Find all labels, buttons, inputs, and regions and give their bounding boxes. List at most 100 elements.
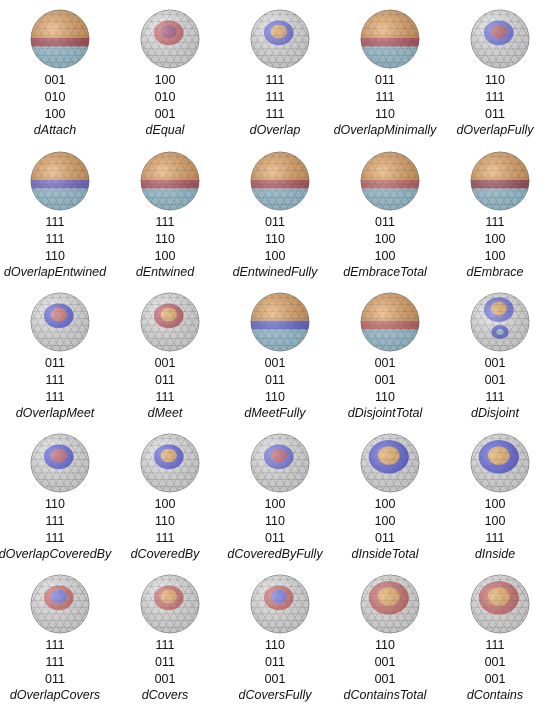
matrix-row: 100	[154, 249, 176, 263]
matrix-row: 001	[374, 356, 396, 370]
intersection-matrix: 100 010 001	[110, 72, 220, 123]
relation-label: dInsideTotal	[351, 547, 419, 561]
matrix-row: 111	[45, 514, 65, 528]
relation-label: dEntwinedFully	[232, 265, 318, 279]
matrix-row: 001	[154, 672, 176, 686]
matrix-row: 011	[45, 672, 65, 686]
matrix-row: 001	[484, 373, 506, 387]
matrix-row: 100	[484, 497, 506, 511]
relation-label: dEqual	[145, 123, 185, 137]
matrix-row: 010	[44, 90, 66, 104]
matrix-row: 001	[154, 356, 176, 370]
relation-label: dOverlapFully	[456, 123, 534, 137]
matrix-row: 111	[45, 638, 65, 652]
sphere-icon	[30, 9, 90, 69]
matrix-row: 100	[374, 249, 396, 263]
sphere-icon	[30, 433, 90, 493]
relation-cell: 111 011 001 dCovers	[110, 571, 220, 711]
sphere-icon	[470, 433, 530, 493]
matrix-row: 110	[265, 638, 285, 652]
intersection-matrix: 111 011 001	[110, 637, 220, 688]
sphere-icon	[470, 151, 530, 211]
matrix-row: 011	[155, 655, 175, 669]
matrix-row: 111	[485, 531, 505, 545]
matrix-row: 100	[44, 107, 66, 121]
matrix-row: 100	[154, 73, 176, 87]
relation-label: dMeet	[147, 406, 183, 420]
matrix-row: 011	[45, 356, 65, 370]
matrix-row: 100	[484, 249, 506, 263]
matrix-row: 001	[374, 655, 396, 669]
matrix-row: 011	[485, 107, 505, 121]
matrix-row: 100	[374, 497, 396, 511]
matrix-row: 100	[264, 497, 286, 511]
matrix-row: 110	[45, 249, 65, 263]
matrix-row: 110	[375, 638, 395, 652]
relation-label: dInside	[474, 547, 516, 561]
matrix-row: 111	[45, 373, 65, 387]
sphere-icon	[140, 574, 200, 634]
matrix-row: 111	[45, 232, 65, 246]
matrix-row: 110	[265, 232, 285, 246]
relation-cell: 100 010 001 dEqual	[110, 6, 220, 146]
matrix-row: 110	[485, 73, 505, 87]
matrix-row: 001	[154, 107, 176, 121]
relation-label: dContains	[466, 688, 524, 702]
sphere-icon	[140, 9, 200, 69]
matrix-row: 111	[485, 638, 505, 652]
relation-label: dOverlapCoveredBy	[0, 547, 112, 561]
matrix-row: 001	[264, 356, 286, 370]
relation-label: dCovers	[141, 688, 189, 702]
sphere-icon	[250, 433, 310, 493]
relation-label: dOverlapMinimally	[333, 123, 437, 137]
relation-label: dEmbraceTotal	[343, 265, 427, 279]
relation-label: dMeetFully	[244, 406, 306, 420]
sphere-icon	[250, 151, 310, 211]
matrix-row: 011	[375, 73, 395, 87]
sphere-icon	[250, 9, 310, 69]
sphere-icon	[470, 9, 530, 69]
matrix-row: 011	[265, 655, 285, 669]
sphere-icon	[140, 292, 200, 352]
sphere-icon	[250, 292, 310, 352]
sphere-icon	[140, 433, 200, 493]
matrix-row: 001	[264, 672, 286, 686]
relation-label: dOverlapMeet	[15, 406, 95, 420]
intersection-matrix: 111 111 110	[0, 214, 110, 265]
intersection-matrix: 110 011 001	[220, 637, 330, 688]
sphere-icon	[470, 292, 530, 352]
relation-label: dDisjointTotal	[347, 406, 423, 420]
matrix-row: 110	[155, 232, 175, 246]
matrix-row: 111	[155, 638, 175, 652]
relation-label: dContainsTotal	[343, 688, 427, 702]
matrix-row: 111	[45, 215, 65, 229]
sphere-icon	[140, 151, 200, 211]
matrix-row: 010	[154, 90, 176, 104]
relation-label: dDisjoint	[471, 406, 519, 420]
matrix-row: 111	[45, 531, 65, 545]
matrix-row: 111	[265, 73, 285, 87]
sphere-icon	[30, 574, 90, 634]
